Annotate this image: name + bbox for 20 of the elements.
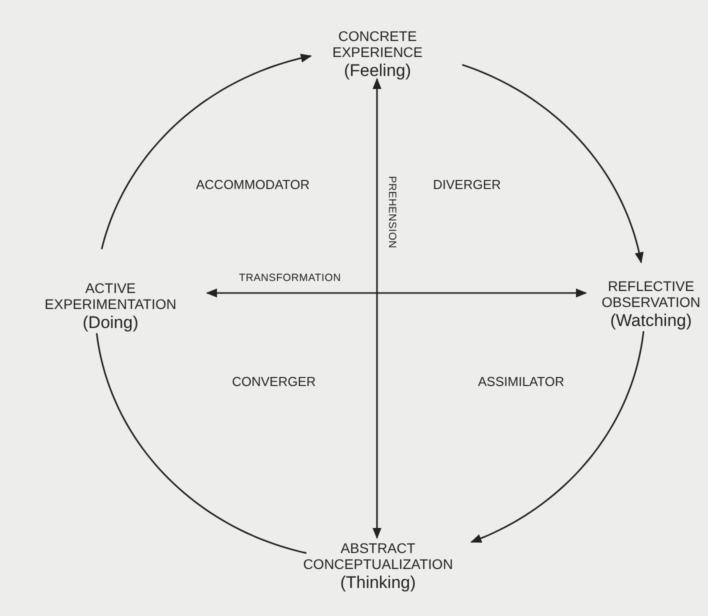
stage-name: ABSTRACT CONCEPTUALIZATION (302, 540, 454, 572)
quadrant-label: DIVERGER (433, 177, 501, 192)
arrow (100, 54, 312, 250)
arrow (372, 78, 382, 540)
stage-name: REFLECTIVE OBSERVATION (600, 278, 702, 310)
arrow (462, 64, 644, 264)
stage-name: CONCRETE EXPERIENCE (331, 28, 424, 60)
edge-label: PREHENSION (386, 176, 398, 248)
stage-mode: (Watching) (609, 310, 693, 331)
stage-mode: (Feeling) (342, 60, 412, 81)
stage-mode: (Doing) (82, 312, 140, 333)
quadrant-label: ACCOMMODATOR (196, 177, 310, 192)
cycle-line (96, 333, 307, 554)
edge-label: TRANSFORMATION (239, 272, 342, 284)
arrow (470, 331, 644, 543)
quadrant-label: CONVERGER (232, 374, 316, 389)
arrow (206, 288, 588, 298)
stage-name: ACTIVE EXPERIMENTATION (44, 280, 178, 312)
stage-mode: (Thinking) (339, 572, 417, 593)
quadrant-label: ASSIMILATOR (478, 374, 564, 389)
